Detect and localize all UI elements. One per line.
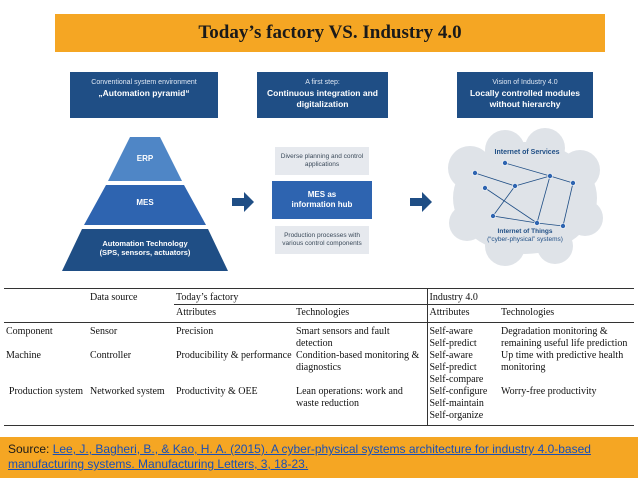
header-attributes-today: Attributes: [176, 307, 216, 318]
automation-pyramid: [62, 137, 228, 271]
panel-header-industry-vision: Vision of Industry 4.0 Locally controlle…: [457, 72, 593, 118]
table-row: Production system Networked system Produ…: [4, 386, 634, 426]
header-industry-40: Industry 4.0: [426, 288, 634, 305]
network-nodes: [472, 160, 576, 229]
cell-technologies-industry: Up time with predictive health monitorin…: [501, 350, 624, 373]
production-processes-box: Production processes with various contro…: [275, 226, 369, 254]
cell-technologies-today: Smart sensors and fault detection: [296, 326, 390, 349]
cell-source: Sensor: [90, 326, 118, 337]
pyramid-mes-label: MES: [136, 197, 154, 207]
comparison-table: Data source Today’s factory Industry 4.0…: [4, 288, 634, 426]
page-title: Today’s factory VS. Industry 4.0: [198, 22, 462, 43]
cell-attributes-industry: Self-aware Self-predict: [426, 322, 499, 350]
panel-subtitle: Conventional system environment: [91, 79, 197, 86]
row-label: Machine: [6, 350, 41, 361]
source-footer: Source: Lee, J., Bagheri, B., & Kao, H. …: [0, 437, 638, 478]
cell-source: Controller: [90, 350, 132, 361]
cell-technologies-today: Condition-based monitoring & diagnostics: [296, 350, 420, 373]
table-row: Component Sensor Precision Smart sensors…: [4, 322, 634, 350]
pyramid-mes-layer: [84, 185, 206, 225]
header-data-source: Data source: [90, 292, 138, 303]
cell-attributes-today: Producibility & performance: [176, 350, 292, 361]
cell-attributes-today: Productivity & OEE: [176, 386, 258, 397]
panel-subtitle: Vision of Industry 4.0: [492, 79, 558, 86]
header-technologies-industry: Technologies: [501, 307, 555, 318]
mes-hub-box: MES as information hub: [272, 181, 372, 219]
header-technologies-today: Technologies: [296, 307, 350, 318]
pyramid-automation-layer: [62, 229, 228, 271]
cell-technologies-industry: Worry-free productivity: [501, 386, 597, 397]
pyramid-erp-label: ERP: [136, 153, 154, 163]
table-header-row-1: Data source Today’s factory Industry 4.0: [4, 288, 634, 305]
pyramid-erp-layer: [108, 137, 182, 181]
panel-header-integration: A first step: Continuous integration and…: [257, 72, 388, 118]
pyramid-automation-line2: (SPS, sensors, actuators): [99, 248, 191, 257]
cell-technologies-industry: Degradation monitoring & remaining usefu…: [501, 326, 628, 349]
panel-header-automation-pyramid: Conventional system environment „Automat…: [70, 72, 218, 118]
internet-of-things-line2: (“cyber-physical” systems): [487, 236, 563, 243]
source-prefix: Source:: [8, 442, 50, 456]
cloud-network-diagram: [448, 128, 603, 266]
title-bar: Today’s factory VS. Industry 4.0: [55, 14, 605, 52]
source-citation-link[interactable]: Lee, J., Bagheri, B., & Kao, H. A. (2015…: [8, 442, 591, 471]
panel-subtitle: A first step:: [305, 79, 340, 86]
panel-title: Locally controlled modules without hiera…: [469, 88, 581, 109]
row-label: Component: [6, 326, 53, 337]
internet-of-services-label: Internet of Services: [494, 149, 560, 156]
table-header-row-2: Attributes Technologies Attributes Techn…: [4, 304, 634, 323]
cell-source: Networked system: [90, 386, 165, 397]
cell-attributes-industry: Self-configure Self-maintain Self-organi…: [426, 386, 499, 426]
mes-hub-line2: information hub: [291, 200, 353, 209]
internet-of-things-line1: Internet of Things: [497, 228, 553, 235]
pyramid-automation-line1: Automation Technology: [102, 239, 188, 248]
row-label: Production system: [8, 386, 84, 397]
arrow-right-icon: [232, 192, 254, 212]
planning-applications-box: Diverse planning and control application…: [275, 147, 369, 175]
panel-title: Continuous integration and digitalizatio…: [267, 88, 378, 109]
cell-attributes-industry: Self-aware Self-predict Self-compare: [426, 350, 499, 386]
internet-of-things-label: Internet of Things (“cyber-physical” sys…: [470, 228, 580, 244]
pyramid-automation-label: Automation Technology (SPS, sensors, act…: [70, 233, 220, 263]
network-links: [474, 162, 574, 227]
header-todays-factory: Today’s factory: [174, 288, 427, 305]
panel-title: „Automation pyramid“: [98, 88, 190, 98]
mes-hub-line1: MES as: [307, 190, 337, 199]
arrow-right-icon: [410, 192, 432, 212]
cell-attributes-today: Precision: [176, 326, 214, 337]
table-row: Machine Controller Producibility & perfo…: [4, 350, 634, 386]
header-attributes-industry: Attributes: [426, 304, 499, 323]
cell-technologies-today: Lean operations: work and waste reductio…: [296, 386, 403, 409]
